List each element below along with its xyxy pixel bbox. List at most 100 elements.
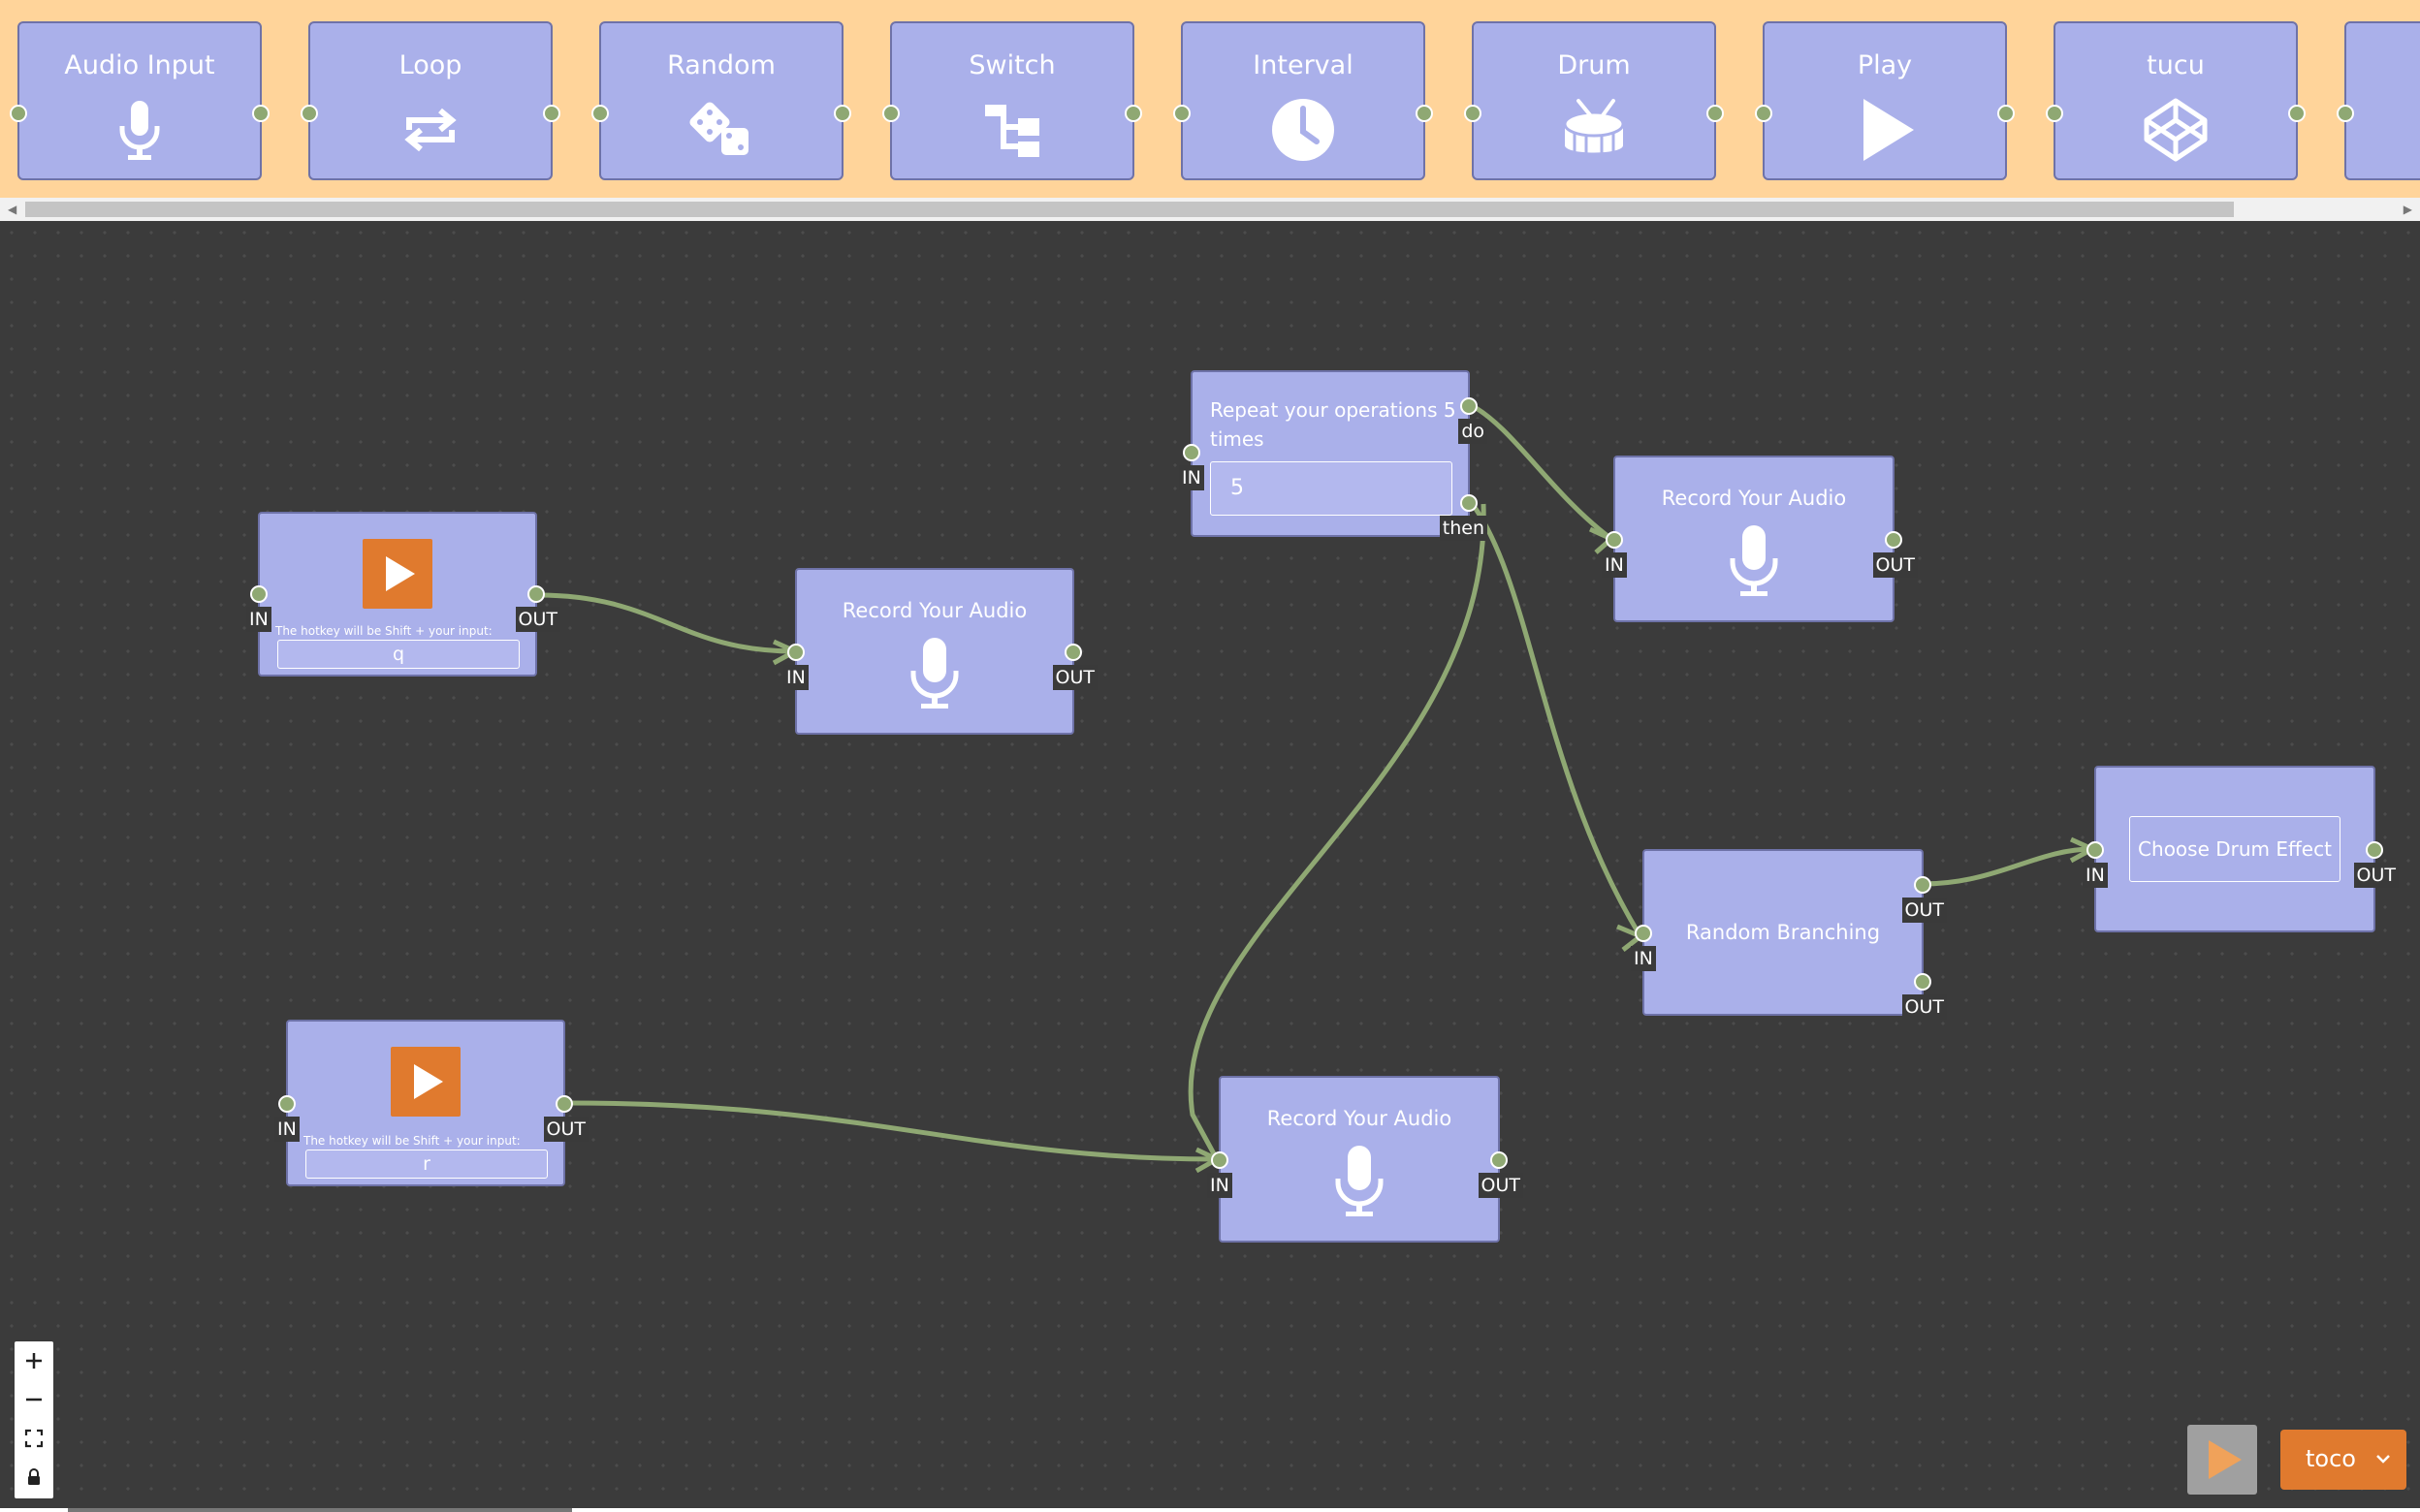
record-audio-node[interactable]: Record Your Audio IN OUT [1207,1076,1523,1243]
palette-item-label: Audio Input [64,50,215,80]
palette-port-out [2288,105,2306,122]
node-title: Record Your Audio [842,599,1028,622]
palette-item-play[interactable]: Play [1755,21,2015,180]
output-port[interactable] [1490,1151,1508,1169]
palette-item-label: Drum [1557,50,1631,80]
canvas-scrollbar-thumb[interactable] [68,1508,572,1512]
port-label-out: OUT [543,1117,589,1142]
palette-item-label: tucu [2147,50,2205,80]
palette-item-tucu[interactable]: tucu [2046,21,2306,180]
lock-button[interactable] [15,1458,53,1496]
repeat-count-input[interactable]: 5 [1210,461,1452,516]
palette-port-in [1464,105,1481,122]
play-icon [363,539,432,609]
palette-item-audio-input[interactable]: Audio Input [10,21,270,180]
input-port[interactable] [2086,841,2104,859]
palette-port-in [1173,105,1191,122]
port-label-in: IN [1631,946,1656,971]
play-hotkey-node[interactable]: The hotkey will be Shift + your input: r… [274,1020,589,1186]
output-port[interactable] [2366,841,2383,859]
port-label-out: OUT [1872,552,1918,578]
node-title: Random Branching [1685,921,1881,944]
port-label-out: OUT [1901,898,1947,923]
microphone-icon [1725,521,1783,599]
output-port-1[interactable] [1914,876,1931,894]
lock-icon [28,1468,40,1485]
run-button[interactable] [2187,1425,2257,1495]
palette-item-random[interactable]: Random [591,21,851,180]
port-label-in: IN [246,607,271,632]
microphone-icon [906,634,964,711]
palette-port-in [1755,105,1772,122]
port-label-out: OUT [1478,1173,1523,1198]
port-label-in: IN [1179,465,1204,490]
minus-icon [26,1398,42,1402]
microphone-icon [105,95,175,165]
palette-item-label: Switch [969,50,1056,80]
play-hotkey-node[interactable]: The hotkey will be Shift + your input: q… [246,512,560,677]
palette-port-out [252,105,270,122]
input-port[interactable] [1211,1151,1228,1169]
loop-icon [396,95,465,165]
palette-item-switch[interactable]: Switch [882,21,1142,180]
palette-port-in [10,105,27,122]
project-name: toco [2306,1445,2356,1472]
plus-icon [26,1353,42,1369]
palette-port-out [1416,105,1433,122]
input-port[interactable] [1183,444,1200,461]
output-port-then[interactable] [1460,494,1478,512]
microphone-icon [1330,1142,1388,1219]
palette-port-in [2046,105,2063,122]
palette-item-loop[interactable]: Loop [301,21,560,180]
node-title: Record Your Audio [1266,1107,1452,1130]
port-label-out: OUT [2353,863,2399,888]
output-port-2[interactable] [1914,973,1931,991]
palette-scrollbar-thumb[interactable] [25,202,2234,217]
palette-item-partial[interactable] [2337,21,2420,180]
port-label-out: OUT [1052,665,1098,690]
port-label-in: IN [1207,1173,1232,1198]
palette-port-out [1997,105,2015,122]
block-palette: Audio Input Loop Random Switch [0,0,2420,221]
choose-drum-effect-button[interactable]: Choose Drum Effect [2129,816,2340,882]
zoom-out-button[interactable] [15,1380,53,1419]
input-port[interactable] [787,644,805,661]
canvas-scrollbar[interactable] [0,1508,2420,1512]
port-label-in: IN [274,1117,300,1142]
hotkey-input[interactable]: q [277,640,520,669]
zoom-controls [15,1341,53,1498]
output-port[interactable] [527,585,545,603]
record-audio-node[interactable]: Record Your Audio IN OUT [1602,456,1918,622]
hotkey-input[interactable]: r [305,1150,548,1179]
dice-icon [686,95,756,165]
hotkey-hint: The hotkey will be Shift + your input: [303,1134,521,1148]
output-port[interactable] [1885,531,1902,549]
palette-scrollbar[interactable]: ◀ ▶ [0,198,2420,221]
input-port[interactable] [1635,925,1652,942]
input-port[interactable] [250,585,268,603]
chevron-down-icon [2376,1455,2390,1464]
input-port[interactable] [278,1095,296,1113]
zoom-in-button[interactable] [15,1341,53,1380]
repeat-node[interactable]: Repeat your operations 5 times 5 IN do t… [1179,370,1487,541]
palette-port-in [591,105,609,122]
palette-item-label: Play [1857,50,1913,80]
output-port[interactable] [1065,644,1082,661]
palette-item-drum[interactable]: Drum [1464,21,1724,180]
palette-item-interval[interactable]: Interval [1173,21,1433,180]
repeat-description: Repeat your operations 5 times [1210,398,1456,451]
palette-port-out [543,105,560,122]
project-select[interactable]: toco [2280,1430,2406,1490]
input-port[interactable] [1606,531,1623,549]
fit-view-button[interactable] [15,1419,53,1458]
record-audio-node[interactable]: Record Your Audio IN OUT [783,568,1098,735]
scroll-left-icon[interactable]: ◀ [8,203,17,216]
codepen-icon [2141,95,2211,165]
drum-effect-node[interactable]: Choose Drum Effect IN OUT [2083,766,2399,932]
random-branching-node[interactable]: Random Branching IN OUT OUT [1631,849,1947,1020]
output-port[interactable] [556,1095,573,1113]
scroll-right-icon[interactable]: ▶ [2403,203,2412,216]
play-icon [2209,1440,2242,1479]
output-port-do[interactable] [1460,397,1478,415]
